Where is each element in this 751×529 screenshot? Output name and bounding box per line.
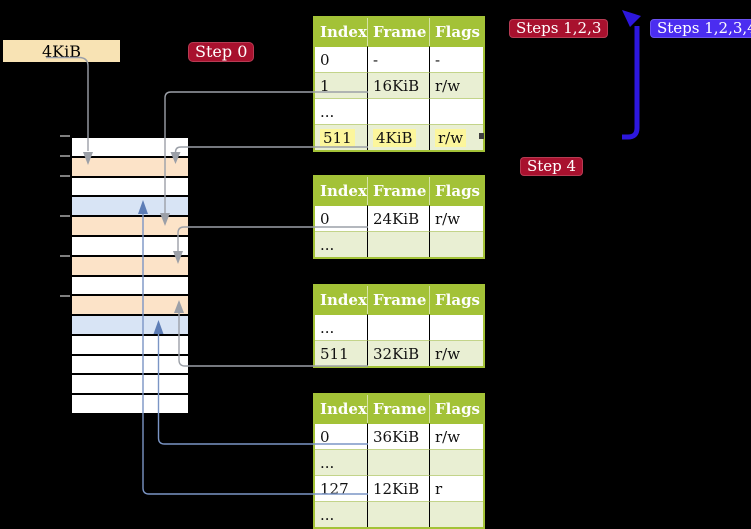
cell-flags: [429, 314, 483, 340]
highlighted-value: r/w: [435, 128, 467, 147]
address-tick: [60, 295, 70, 297]
cell-frame: 24KiB: [367, 205, 429, 231]
cell-frame: 32KiB: [367, 340, 429, 366]
column-header: Frame: [367, 395, 429, 423]
cell-index: 0: [315, 423, 367, 449]
address-tick: [60, 155, 70, 157]
highlighted-value: 4KiB: [373, 128, 416, 147]
cell-index: 127: [315, 475, 367, 501]
cell-index: ...: [315, 314, 367, 340]
column-header: Index: [315, 177, 367, 205]
cell-index: 0: [315, 46, 367, 72]
memory-frame-row: [72, 197, 188, 216]
memory-frame-row: [72, 157, 188, 176]
cell-flags: r/w: [429, 72, 483, 98]
table-row: 0 - -: [315, 46, 483, 72]
column-header: Index: [315, 286, 367, 314]
cell-index: 511: [315, 340, 367, 366]
badge-steps-1-2-3-4: Steps 1,2,3,4: [650, 19, 751, 38]
page-table-2: Index Frame Flags 0 24KiB r/w ...: [313, 175, 485, 259]
cell-frame: 4KiB: [367, 124, 429, 150]
cell-frame: 36KiB: [367, 423, 429, 449]
column-header: Index: [315, 18, 367, 46]
badge-step-0: Step 0: [188, 42, 255, 62]
table-row: ...: [315, 449, 483, 475]
cell-flags: [429, 231, 483, 257]
address-tick: [60, 215, 70, 217]
column-header: Flags: [429, 177, 483, 205]
cell-flags: r: [429, 475, 483, 501]
column-header: Frame: [367, 177, 429, 205]
cell-index: ...: [315, 449, 367, 475]
table-row: ...: [315, 501, 483, 527]
table-row: 1 16KiB r/w: [315, 72, 483, 98]
column-header: Index: [315, 395, 367, 423]
page-table-4: Index Frame Flags 0 36KiB r/w ... 127 12…: [313, 393, 485, 529]
badge-step-4: Step 4: [520, 157, 584, 176]
address-tick: [60, 175, 70, 177]
table-row: 511 32KiB r/w: [315, 340, 483, 366]
table-row: ...: [315, 314, 483, 340]
cell-index: 511: [315, 124, 367, 150]
address-tick: [60, 135, 70, 137]
table-row: ...: [315, 231, 483, 257]
cell-flags: r/w: [429, 205, 483, 231]
recursive-loop-arrow: [622, 26, 640, 140]
cell-flags: [429, 449, 483, 475]
cell-index: 1: [315, 72, 367, 98]
memory-frame-row: [72, 138, 188, 156]
column-header: Frame: [367, 286, 429, 314]
cell-frame: [367, 449, 429, 475]
cell-flags: [429, 98, 483, 124]
column-header: Flags: [429, 395, 483, 423]
page-table-3: Index Frame Flags ... 511 32KiB r/w: [313, 284, 485, 368]
cell-frame: [367, 231, 429, 257]
frame-size-label: 4KiB: [41, 41, 81, 61]
frame-size-box: 4KiB: [3, 40, 120, 62]
cell-frame: 12KiB: [367, 475, 429, 501]
address-tick: [60, 255, 70, 257]
memory-frame-row: [72, 355, 188, 374]
cell-flags: -: [429, 46, 483, 72]
memory-frame-row: [72, 296, 188, 315]
badge-steps-1-2-3: Steps 1,2,3: [509, 19, 609, 38]
table-row: 0 36KiB r/w: [315, 423, 483, 449]
table-row: 127 12KiB r: [315, 475, 483, 501]
memory-frame-row: [72, 256, 188, 275]
table-row: ...: [315, 98, 483, 124]
cell-index: ...: [315, 231, 367, 257]
memory-frame-row: [72, 276, 188, 295]
cell-frame: -: [367, 46, 429, 72]
table-row-highlighted: 511 4KiB r/w: [315, 124, 483, 150]
memory-frame-row: [72, 335, 188, 354]
memory-frame-row: [72, 375, 188, 394]
memory-frame-row: [72, 395, 188, 413]
table-row: 0 24KiB r/w: [315, 205, 483, 231]
memory-frame-row: [72, 236, 188, 255]
cell-frame: [367, 98, 429, 124]
memory-frame-row: [72, 217, 188, 235]
memory-stack: [70, 136, 190, 415]
column-header: Flags: [429, 286, 483, 314]
cell-index: 0: [315, 205, 367, 231]
highlighted-value: 511: [320, 128, 355, 147]
page-table-1: Index Frame Flags 0 - - 1 16KiB r/w ... …: [313, 16, 485, 152]
cell-flags: [429, 501, 483, 527]
arrowhead-upleft-icon: [622, 10, 641, 27]
cell-index: ...: [315, 98, 367, 124]
cell-flags: r/w: [429, 124, 483, 150]
cell-frame: [367, 501, 429, 527]
column-header: Frame: [367, 18, 429, 46]
cell-frame: 16KiB: [367, 72, 429, 98]
column-header: Flags: [429, 18, 483, 46]
cell-frame: [367, 314, 429, 340]
memory-frame-row: [72, 177, 188, 196]
memory-frame-row: [72, 316, 188, 334]
cell-index: ...: [315, 501, 367, 527]
cell-flags: r/w: [429, 423, 483, 449]
cell-flags: r/w: [429, 340, 483, 366]
